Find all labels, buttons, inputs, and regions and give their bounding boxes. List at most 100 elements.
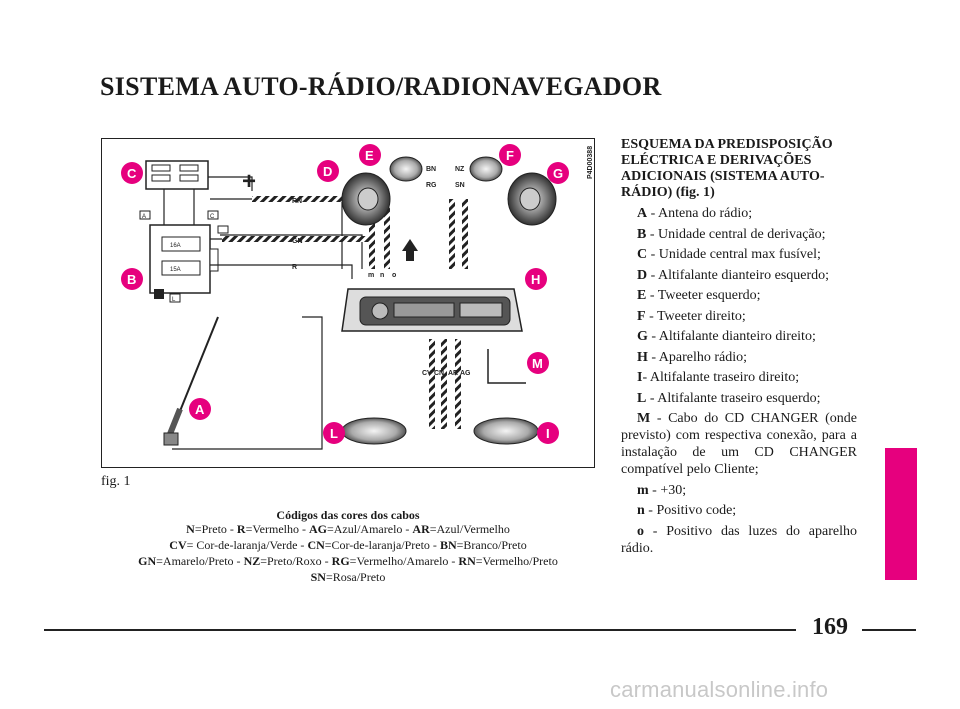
wire-r-label: R — [292, 264, 297, 271]
footer-rule-left — [44, 629, 796, 631]
tweeter-e — [389, 156, 423, 182]
color-code-key: GN — [138, 554, 157, 568]
badge-i: I — [537, 422, 559, 444]
color-code-key: RN — [458, 554, 476, 568]
small-label-c: C — [210, 214, 215, 220]
legend-item: L - Altifalante traseiro esquerdo; — [621, 390, 857, 407]
radio-unit-h — [341, 288, 523, 332]
legend-item-key: I — [637, 370, 643, 385]
svg-text:C: C — [127, 166, 137, 181]
legend-item-text: - Altifalante dianteiro esquerdo; — [647, 267, 830, 283]
color-code-desc: =Vermelho/Preto — [475, 554, 558, 568]
legend-item-text: - Unidade central de derivação; — [646, 226, 826, 242]
legend-item-text: - Positivo das luzes do aparelho rádio. — [621, 523, 857, 556]
legend-item: B - Unidade central de derivação; — [621, 226, 857, 243]
legend-item-key: n — [637, 503, 645, 518]
section-tab — [885, 448, 917, 580]
badge-c: C — [121, 162, 143, 184]
rear-ar-label: AR — [448, 370, 458, 377]
color-codes-title: Códigos das cores dos cabos — [276, 508, 420, 522]
legend-item-key: M — [637, 411, 651, 426]
color-code-desc: =Amarelo/Preto - — [156, 554, 244, 568]
wire-rg-label: RG — [426, 182, 437, 189]
legend-item-text: - Aparelho rádio; — [647, 349, 748, 365]
legend-item-key: m — [637, 482, 649, 498]
svg-text:D: D — [323, 164, 332, 179]
svg-text:F: F — [506, 148, 514, 163]
legend-item: I- Altifalante traseiro direito; — [621, 369, 857, 386]
pin-n-label: n — [380, 272, 384, 279]
color-code-desc: =Vermelho/Amarelo - — [349, 554, 459, 568]
badge-d: D — [317, 160, 339, 182]
fuse-16a-label: 16A — [170, 243, 181, 249]
color-code-key: BN — [439, 538, 457, 552]
legend-item: A - Antena do rádio; — [621, 205, 857, 222]
legend-list: A - Antena do rádio;B - Unidade central … — [621, 205, 857, 557]
color-code-line: N=Preto - R=Vermelho - AG=Azul/Amarelo -… — [95, 521, 601, 537]
badge-e: E — [359, 144, 381, 166]
legend-item: m - +30; — [621, 482, 857, 499]
legend-item-text: - Tweeter esquerdo; — [646, 288, 761, 303]
badge-a: A — [189, 398, 211, 420]
rear-ag-label: AG — [460, 370, 471, 377]
legend-item: n - Positivo code; — [621, 502, 857, 519]
legend-item-key: o — [637, 523, 644, 539]
legend-column: ESQUEMA DA PREDISPOSIÇÃO ELÉCTRICA E DER… — [621, 137, 857, 560]
color-code-key: R — [236, 522, 246, 536]
badge-m: M — [527, 352, 549, 374]
legend-item-key: A — [637, 206, 648, 221]
plus-symbol: + — [242, 168, 256, 195]
svg-text:A: A — [195, 402, 205, 417]
fuse-15a-label: 15A — [170, 267, 181, 273]
wire-nz-label: NZ — [455, 166, 465, 173]
badge-h: H — [525, 268, 547, 290]
legend-item-key: C — [637, 247, 648, 262]
color-code-key: CN — [307, 538, 325, 552]
wire-bn-label: BN — [426, 166, 436, 173]
small-label-a: A — [142, 214, 146, 220]
badge-b: B — [121, 268, 143, 290]
page-number: 169 — [812, 614, 848, 640]
badge-l: L — [323, 422, 345, 444]
legend-item-key: G — [637, 329, 648, 344]
speaker-i — [473, 417, 539, 445]
rear-cn-label: CN — [434, 370, 444, 377]
wire-rn-label: RN — [292, 198, 302, 205]
svg-text:H: H — [531, 272, 540, 287]
color-code-desc: =Branco/Preto — [456, 538, 527, 552]
color-code-desc: =Vermelho - — [245, 522, 309, 536]
figure-caption: fig. 1 — [101, 474, 131, 489]
legend-item: C - Unidade central max fusível; — [621, 246, 857, 263]
wiring-diagram: 16A 15A A C L — [101, 138, 595, 468]
watermark: carmanualsonline.info — [610, 677, 829, 702]
legend-item-key: L — [637, 390, 647, 406]
legend-item: H - Aparelho rádio; — [621, 349, 857, 366]
color-code-key: AR — [412, 522, 430, 536]
speaker-l — [341, 417, 407, 445]
svg-text:B: B — [127, 272, 136, 287]
legend-item-text: - Cabo do CD CHANGER (onde previsto) com… — [621, 411, 857, 477]
legend-item-text: - Antena do rádio; — [647, 206, 753, 221]
speaker-g — [507, 172, 557, 226]
tweeter-f — [469, 156, 503, 182]
color-code-key: SN — [310, 570, 326, 584]
color-code-line: CV= Cor-de-laranja/Verde - CN=Cor-de-lar… — [95, 537, 601, 553]
color-code-desc: =Azul/Vermelho — [429, 522, 510, 536]
color-code-desc: = Cor-de-laranja/Verde - — [186, 538, 308, 552]
color-code-desc: =Preto - — [194, 522, 237, 536]
badge-f: F — [499, 144, 521, 166]
color-code-line: GN=Amarelo/Preto - NZ=Preto/Roxo - RG=Ve… — [95, 553, 601, 569]
legend-item: D - Altifalante dianteiro esquerdo; — [621, 267, 857, 284]
color-code-desc: =Azul/Amarelo - — [327, 522, 413, 536]
page-title: SISTEMA AUTO-RÁDIO/RADIONAVEGADOR — [100, 72, 662, 101]
legend-item-text: - Tweeter direito; — [645, 308, 746, 324]
legend-item-text: - Altifalante dianteiro direito; — [647, 329, 816, 344]
svg-text:E: E — [365, 148, 374, 163]
svg-text:M: M — [532, 356, 543, 371]
svg-text:I: I — [546, 426, 550, 441]
svg-text:G: G — [553, 166, 563, 181]
legend-item-key: B — [637, 226, 647, 242]
wire-sn-label: SN — [455, 182, 465, 189]
rear-cv-label: CV — [422, 370, 432, 377]
color-code-desc: =Rosa/Preto — [325, 570, 386, 584]
